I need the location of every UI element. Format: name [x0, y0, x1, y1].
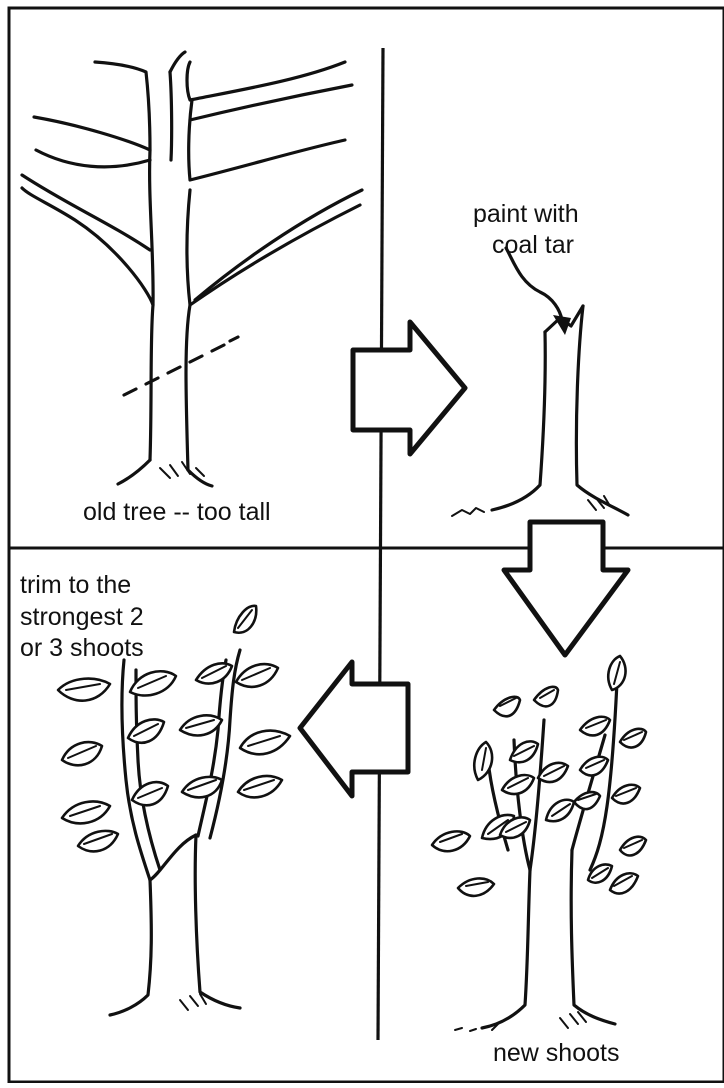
- outer-frame: [9, 8, 724, 1082]
- trimmed-tree-drawing: [58, 606, 290, 1015]
- label-old-tree: old tree -- too tall: [83, 495, 271, 530]
- label-trim-line-1: trim to the: [20, 568, 131, 603]
- arrow-left-icon: [300, 662, 408, 796]
- arrow-down-icon: [504, 522, 628, 655]
- label-trim-line-3: or 3 shoots: [20, 631, 144, 666]
- label-paint-line-1: paint with: [473, 197, 579, 232]
- label-new-shoots: new shoots: [493, 1036, 619, 1071]
- new-shoots-tree-drawing: [432, 656, 646, 1031]
- arrow-right-icon: [353, 322, 465, 454]
- vertical-divider: [378, 48, 383, 1040]
- label-trim-line-2: strongest 2: [20, 600, 144, 635]
- label-paint-line-2: coal tar: [492, 228, 574, 263]
- cut-stump-drawing: [452, 248, 628, 516]
- old-tree-drawing: [22, 52, 362, 486]
